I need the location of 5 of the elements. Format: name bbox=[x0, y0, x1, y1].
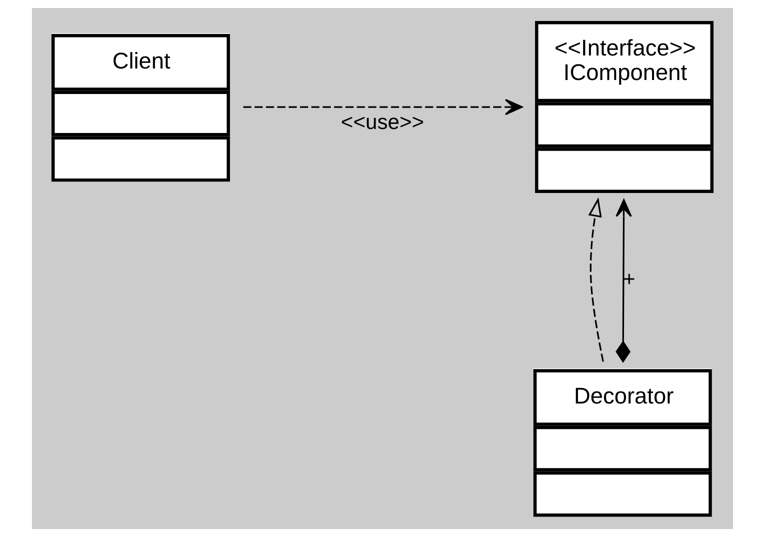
arrow bbox=[242, 98, 522, 116]
edge-label: <<use>> bbox=[340, 110, 424, 134]
arrow bbox=[588, 197, 604, 362]
edge-label: + bbox=[622, 268, 635, 292]
arrow bbox=[615, 199, 632, 363]
